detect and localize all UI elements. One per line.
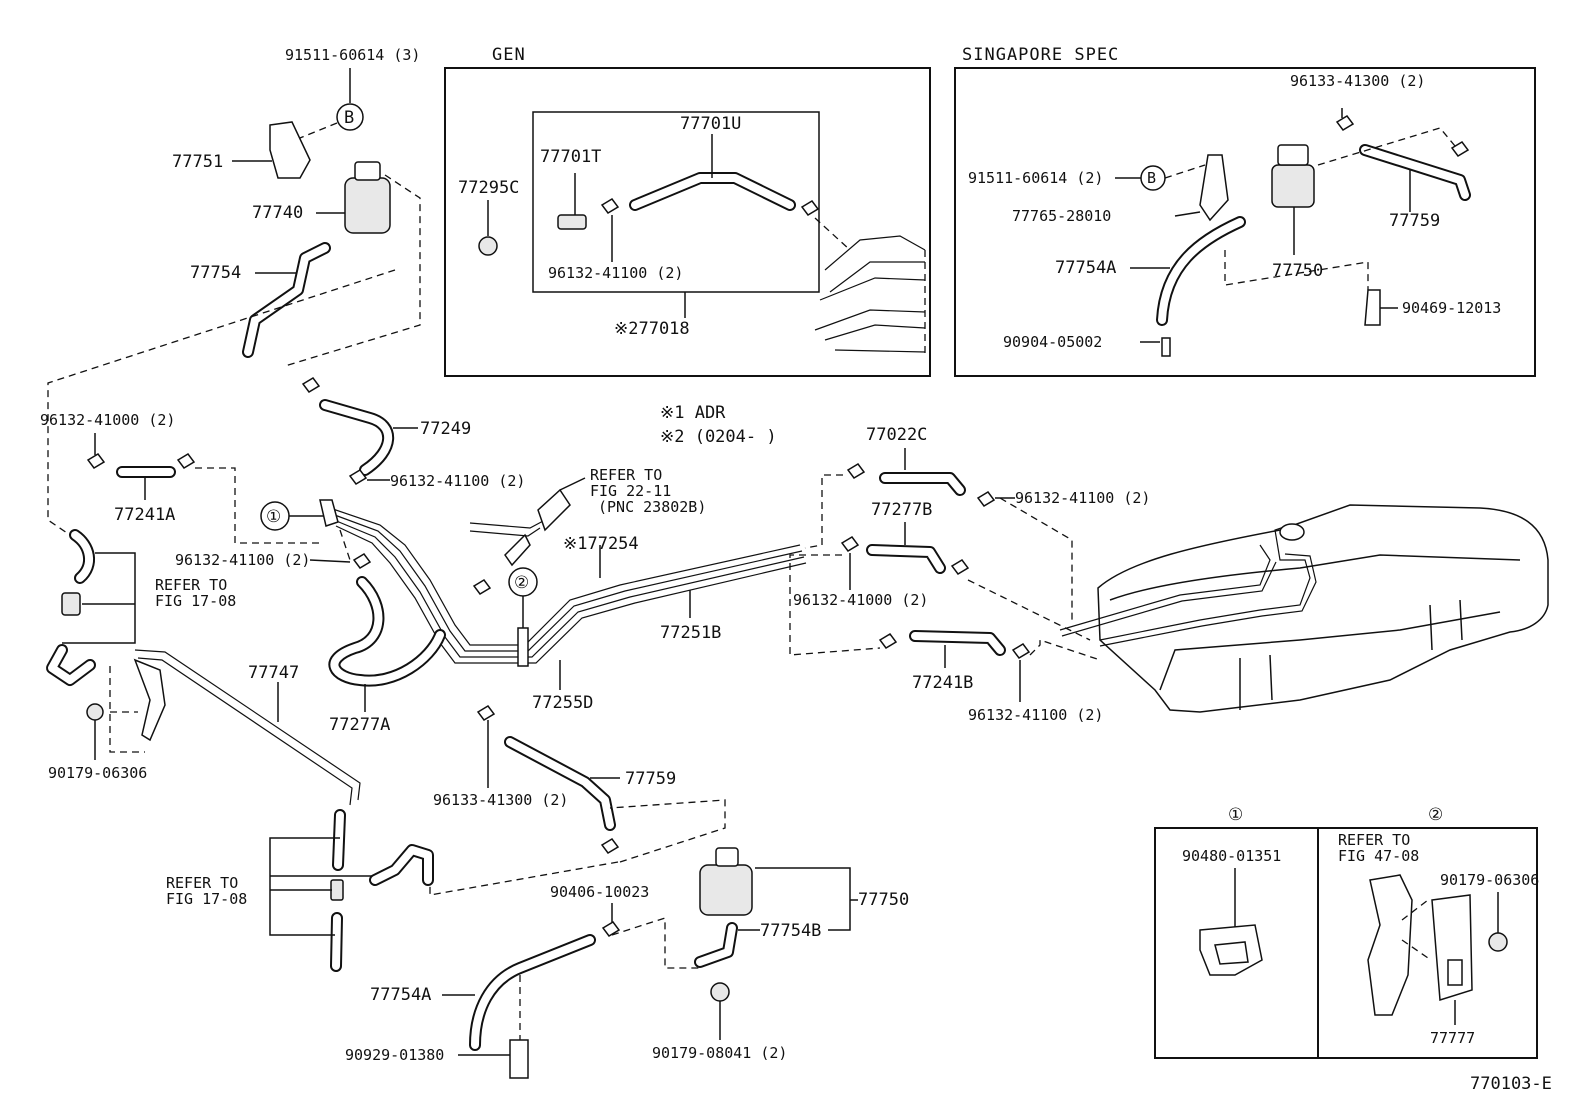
refer-fig-22-11-l3: (PNC 23802B) — [598, 498, 706, 516]
label-96133-41300-bottom: 96133-41300 (2) — [433, 791, 568, 809]
tank-area: 77022C 96132-41100 (2) 77277B 96132-4100… — [789, 425, 1549, 724]
label-90480-01351: 90480-01351 — [1182, 847, 1281, 865]
inset-refer-l2: FIG 47-08 — [1338, 847, 1419, 865]
label-77747: 77747 — [248, 663, 299, 683]
callout-2: ② — [514, 573, 529, 593]
label-77754-top: 77754 — [190, 263, 241, 283]
note-date-range: ※2 (0204- ) — [660, 427, 777, 447]
label-77241A: 77241A — [114, 505, 175, 525]
label-77701T: 77701T — [540, 147, 601, 167]
label-90179-06306-left: 90179-06306 — [48, 764, 147, 782]
refer-fig-17-08-b-l1: REFER TO — [166, 874, 238, 892]
label-96132-41100-b: 96132-41100 (2) — [175, 551, 310, 569]
note-adr: ※1 ADR — [660, 403, 726, 423]
label-96132-41000-left: 96132-41000 (2) — [40, 411, 175, 429]
label-277018: ※277018 — [614, 319, 690, 339]
refer-fig-17-08-a-l2: FIG 17-08 — [155, 592, 236, 610]
refer-fig-22-11-l2: FIG 22-11 — [590, 482, 671, 500]
label-77022C: 77022C — [866, 425, 927, 445]
inset-callout-2: ② — [1428, 805, 1443, 825]
label-77754A-bottom: 77754A — [370, 985, 431, 1005]
callout-b: B — [344, 108, 354, 128]
label-77750-bottom: 77750 — [858, 890, 909, 910]
label-sg-77765-28010: 77765-28010 — [1012, 207, 1111, 225]
gen-title: GEN — [492, 45, 526, 65]
gen-box: GEN 77701U 77701T 77295C 96132-41100 (2)… — [444, 45, 931, 377]
left-refer-group: REFER TO FIG 17-08 77747 90179-06306 — [46, 529, 361, 806]
callout-b-sg: B — [1147, 169, 1156, 187]
label-77754B: 77754B — [760, 921, 821, 941]
label-sg-90469-12013: 90469-12013 — [1402, 299, 1501, 317]
label-77241B: 77241B — [912, 673, 973, 693]
label-77249: 77249 — [420, 419, 471, 439]
label-91511-60614-3: 91511-60614 (3) — [285, 46, 420, 64]
upper-left-assembly: 91511-60614 (3) B 77751 77740 77754 7724… — [40, 46, 807, 735]
label-96132-41100-d: 96132-41100 (2) — [968, 706, 1103, 724]
label-77255D: 77255D — [532, 693, 593, 713]
label-90929-01380: 90929-01380 — [345, 1046, 444, 1064]
label-sg-77759: 77759 — [1389, 211, 1440, 231]
singapore-title: SINGAPORE SPEC — [962, 45, 1119, 65]
label-sg-77754A: 77754A — [1055, 258, 1116, 278]
label-sg-90904-05002: 90904-05002 — [1003, 333, 1102, 351]
label-inset-90179-06306: 90179-06306 — [1440, 871, 1539, 889]
label-90406-10023: 90406-10023 — [550, 883, 649, 901]
refer-fig-17-08-a-l1: REFER TO — [155, 576, 227, 594]
label-sg-96133-41300: 96133-41300 (2) — [1290, 72, 1425, 90]
label-77251B: 77251B — [660, 623, 721, 643]
refer-fig-22-11-l1: REFER TO — [590, 466, 662, 484]
label-77751: 77751 — [172, 152, 223, 172]
label-sg-91511-60614: 91511-60614 (2) — [968, 169, 1103, 187]
label-77254: ※177254 — [563, 534, 639, 554]
inset-box: ① ② 90480-01351 REFER TO FIG 47-08 77777… — [1154, 805, 1539, 1059]
label-77295C: 77295C — [458, 178, 519, 198]
label-77277A: 77277A — [329, 715, 390, 735]
label-96132-41100-c: 96132-41100 (2) — [1015, 489, 1150, 507]
inset-refer-l1: REFER TO — [1338, 831, 1410, 849]
label-77777: 77777 — [1430, 1029, 1475, 1047]
label-96132-41100-a: 96132-41100 (2) — [390, 472, 525, 490]
label-77277B: 77277B — [871, 500, 932, 520]
callout-1: ① — [266, 507, 281, 527]
bottom-assembly: 96133-41300 (2) 77759 REFER TO FIG 17-08… — [166, 705, 909, 1079]
diagram-id: 770103-E — [1470, 1074, 1552, 1094]
label-77740: 77740 — [252, 203, 303, 223]
inset-callout-1: ① — [1228, 805, 1243, 825]
label-96132-41000-mid: 96132-41000 (2) — [793, 591, 928, 609]
label-90179-08041: 90179-08041 (2) — [652, 1044, 787, 1062]
refer-fig-17-08-b-l2: FIG 17-08 — [166, 890, 247, 908]
label-77701U: 77701U — [680, 114, 741, 134]
label-sg-77750: 77750 — [1272, 261, 1323, 281]
label-77759-bottom: 77759 — [625, 769, 676, 789]
singapore-spec-box: SINGAPORE SPEC B 96133-41300 (2) — [954, 45, 1536, 377]
label-gen-96132-41100: 96132-41100 (2) — [548, 264, 683, 282]
